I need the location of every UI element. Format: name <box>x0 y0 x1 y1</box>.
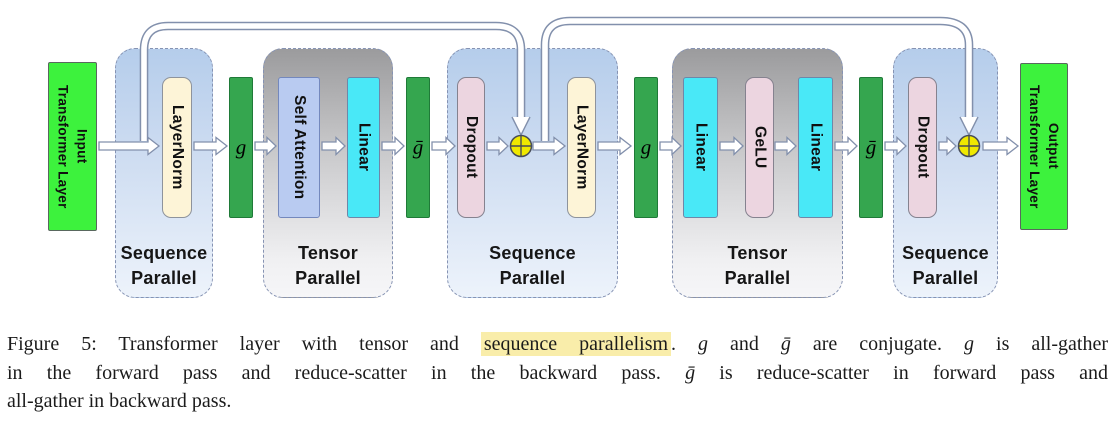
caption-text: is reduce-scatter in forward pass and <box>695 361 1109 384</box>
caption-text: ḡ <box>685 361 696 384</box>
block-label: Linear <box>807 123 825 172</box>
caption-text: all-gather in backward pass. <box>7 390 232 412</box>
io-label: Transformer Layer Input <box>55 84 90 209</box>
caption-text: g <box>698 333 709 355</box>
gelu-block: GeLU <box>745 77 774 218</box>
caption-text: is all-gather <box>974 333 1108 355</box>
layernorm-block-1: LayerNorm <box>162 77 192 218</box>
caption-text: g <box>964 333 975 355</box>
allgather-g-block-1: g <box>229 77 253 218</box>
dropout-block-1: Dropout <box>457 77 485 218</box>
block-label: Dropout <box>463 116 480 179</box>
region-label: Sequence Parallel <box>120 243 208 288</box>
caption-text: are conjugate. <box>790 333 965 355</box>
caption-text: in the forward pass and reduce-scatter i… <box>7 361 686 384</box>
layernorm-block-2: LayerNorm <box>567 77 596 218</box>
caption-text: Figure 5: Transformer layer with tensor … <box>7 333 481 355</box>
block-label: Linear <box>355 123 373 172</box>
caption-line-1: Figure 5: Transformer layer with tensor … <box>7 330 1108 359</box>
self-attention-block: Self Attention <box>278 77 320 218</box>
block-label: ḡ <box>865 135 877 159</box>
caption-text: . <box>671 333 699 355</box>
caption-text: and <box>708 333 781 355</box>
region-label: Sequence Parallel <box>489 243 576 288</box>
caption-text: ḡ <box>780 333 791 355</box>
transformer-layer-input-box: Transformer Layer Input <box>48 62 97 231</box>
io-label: Transformer Layer Output <box>1027 84 1061 209</box>
block-label: Self Attention <box>291 95 308 200</box>
figure-caption: Figure 5: Transformer layer with tensor … <box>7 330 1108 416</box>
block-label: g <box>235 135 247 159</box>
region-label: Tensor Parallel <box>724 243 791 288</box>
transformer-parallelism-diagram: Sequence Parallel Tensor Parallel Sequence… <box>48 16 1068 298</box>
linear-block-2: Linear <box>683 77 718 218</box>
linear-block-3: Linear <box>798 77 833 218</box>
block-label: g <box>640 135 652 159</box>
caption-line-3: all-gather in backward pass. <box>7 387 1108 416</box>
block-label: LayerNorm <box>169 105 186 190</box>
dropout-block-2: Dropout <box>908 77 937 218</box>
allgather-g-block-2: g <box>634 77 658 218</box>
conjugate-g-block-2: ḡ <box>859 77 883 218</box>
linear-block-1: Linear <box>347 77 380 218</box>
block-label: Linear <box>692 123 710 172</box>
block-label: ḡ <box>412 135 424 159</box>
caption-line-2: in the forward pass and reduce-scatter i… <box>7 359 1108 388</box>
block-label: GeLU <box>751 126 769 169</box>
block-label: LayerNorm <box>573 105 591 190</box>
highlight-sequence-parallelism: sequence parallelism <box>480 332 672 356</box>
region-label: Tensor Parallel <box>295 243 361 288</box>
transformer-layer-output-box: Transformer Layer Output <box>1020 63 1068 230</box>
region-label: Sequence Parallel <box>902 243 989 288</box>
block-label: Dropout <box>914 116 932 179</box>
conjugate-g-block-1: ḡ <box>406 77 430 218</box>
